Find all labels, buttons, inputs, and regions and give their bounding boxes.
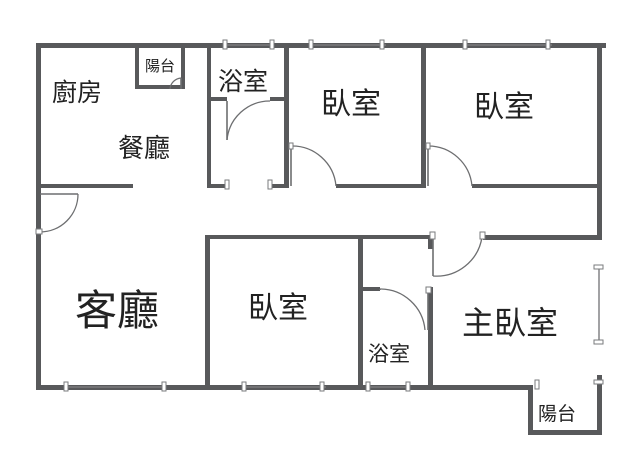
- window-tick: [462, 39, 468, 50]
- wall-left: [36, 43, 41, 390]
- wall-balcony-top-left: [135, 43, 139, 89]
- wall-bed3-right: [358, 235, 363, 390]
- wall-bath-mid2: [270, 97, 288, 101]
- wall-bath2-top: [358, 287, 380, 291]
- room-label-kitchen: 廚房: [52, 78, 102, 107]
- wall-bath-bottom-a: [207, 184, 229, 188]
- window-tick: [308, 39, 314, 50]
- room-label-balcony-bottom: 陽台: [538, 403, 576, 425]
- room-labels: 廚房 餐廳 陽台 浴室 臥室 臥室 客廳 臥室 浴室 主臥室 陽台: [52, 57, 576, 425]
- wall-bath-bottom-b: [270, 184, 289, 188]
- room-label-bathroom-bottom: 浴室: [368, 342, 410, 366]
- wall-master-top: [483, 235, 602, 240]
- doors: [35, 77, 486, 331]
- room-label-bedroom-2: 臥室: [474, 90, 534, 125]
- window-tick: [222, 39, 228, 50]
- window-tick: [593, 379, 604, 385]
- window-tick: [593, 339, 604, 345]
- window-tick: [269, 39, 275, 50]
- window-tick: [161, 381, 167, 392]
- room-label-bedroom-1: 臥室: [321, 87, 381, 122]
- wall-bed1-bed2: [421, 43, 426, 188]
- wall-bed1-bottom-b: [336, 184, 426, 188]
- wall-right-upper: [597, 43, 602, 240]
- window-tick: [379, 39, 385, 50]
- wall-balcony-top-bottom: [135, 85, 185, 89]
- window-tick: [545, 39, 551, 50]
- room-label-bedroom-3: 臥室: [248, 291, 308, 326]
- wall-balcony-bottom: [528, 430, 602, 435]
- room-label-bathroom-top: 浴室: [218, 67, 268, 96]
- wall-bath-left: [207, 43, 211, 188]
- wall-bed3-top: [205, 235, 432, 239]
- wall-dining-bottom: [36, 184, 133, 188]
- room-label-balcony-top: 陽台: [145, 57, 175, 75]
- window-tick: [241, 381, 247, 392]
- wall-balcony-top-right: [181, 43, 185, 89]
- wall-bed3-left: [205, 235, 210, 390]
- wall-balcony-left: [528, 385, 533, 435]
- window-tick: [365, 381, 371, 392]
- window-tick: [593, 264, 604, 270]
- wall-bath-right: [284, 43, 289, 188]
- wall-bath2-right-top: [428, 235, 433, 249]
- wall-right-lower: [597, 375, 602, 435]
- window-tick: [63, 381, 69, 392]
- wall-bath-mid: [207, 97, 227, 101]
- wall-bed2-bottom: [472, 184, 602, 188]
- wall-bath2-right: [428, 287, 433, 390]
- window-tick: [405, 381, 411, 392]
- room-label-master-bedroom: 主臥室: [462, 304, 558, 342]
- room-label-living: 客廳: [75, 286, 159, 335]
- window-tick: [319, 381, 325, 392]
- room-label-dining: 餐廳: [118, 134, 170, 164]
- window-tick: [534, 379, 540, 390]
- windows: [63, 39, 604, 392]
